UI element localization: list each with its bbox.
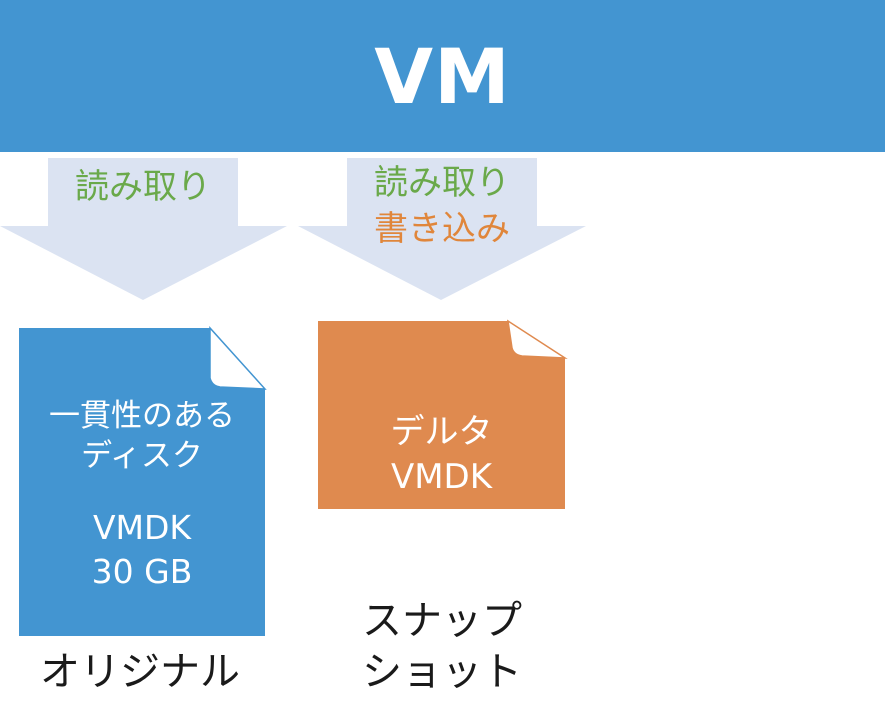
original-disk-fold — [209, 326, 267, 390]
left-read-arrow — [0, 158, 287, 300]
right-write-label: 書き込み — [374, 209, 510, 249]
snapshot-caption-line1: スナップ — [362, 598, 522, 644]
original-doc-line1: 一貫性のある — [49, 398, 235, 434]
delta-doc-line2: VMDK — [390, 457, 493, 497]
snapshot-caption-line2: ショット — [362, 649, 522, 695]
original-doc-line3: VMDK — [92, 508, 192, 547]
original-caption: オリジナル — [40, 649, 240, 695]
right-read-write-arrow — [298, 158, 586, 300]
right-read-label: 読み取り — [374, 163, 510, 203]
vm-banner: VM — [0, 0, 885, 152]
delta-disk-document — [318, 321, 565, 509]
original-disk-document — [19, 328, 265, 636]
vm-title: VM — [374, 31, 511, 121]
delta-doc-line1: デルタ — [390, 412, 493, 452]
delta-disk-fold — [507, 319, 568, 359]
left-read-label: 読み取り — [75, 167, 211, 207]
original-doc-line2: ディスク — [81, 438, 203, 474]
original-doc-line4: 30 GB — [91, 552, 193, 591]
